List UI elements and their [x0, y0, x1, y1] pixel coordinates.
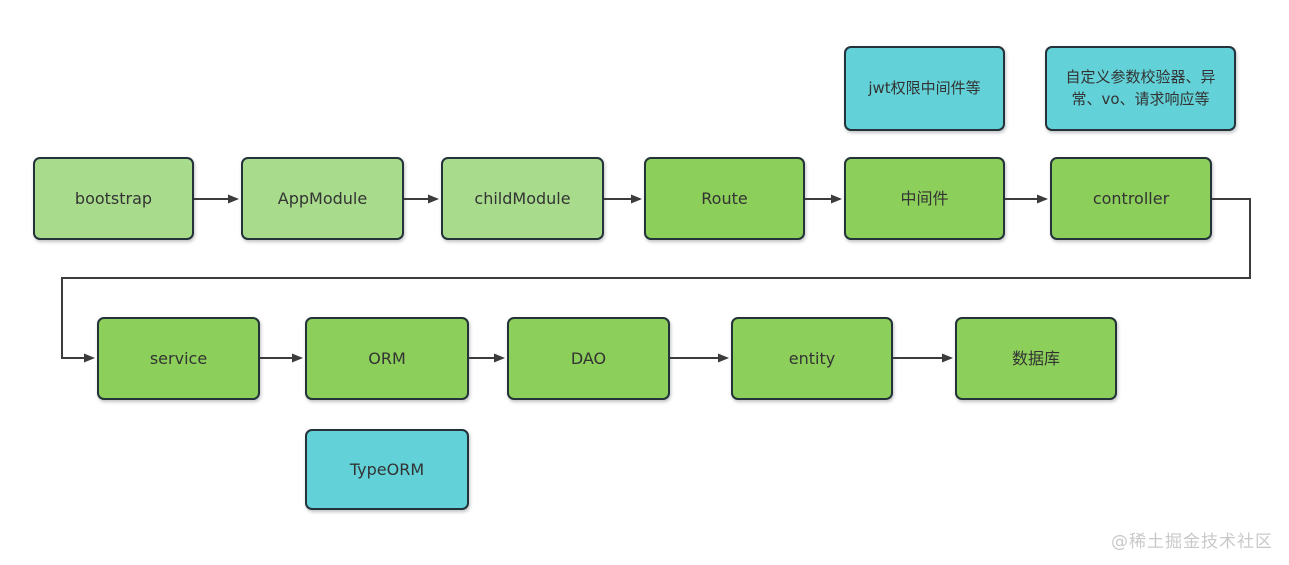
node-route: Route: [644, 157, 805, 240]
node-appmodule: AppModule: [241, 157, 404, 240]
node-entity: entity: [731, 317, 893, 400]
node-jwt-middleware-note: jwt权限中间件等: [844, 46, 1005, 131]
node-orm: ORM: [305, 317, 469, 400]
node-dao: DAO: [507, 317, 670, 400]
node-controller: controller: [1050, 157, 1212, 240]
node-database: 数据库: [955, 317, 1117, 400]
node-service: service: [97, 317, 260, 400]
node-childmodule: childModule: [441, 157, 604, 240]
node-custom-validator-note: 自定义参数校验器、异常、vo、请求响应等: [1045, 46, 1236, 131]
node-middleware: 中间件: [844, 157, 1005, 240]
juejin-watermark: @稀土掘金技术社区: [1111, 532, 1273, 552]
node-bootstrap: bootstrap: [33, 157, 194, 240]
node-typeorm-note: TypeORM: [305, 429, 469, 510]
